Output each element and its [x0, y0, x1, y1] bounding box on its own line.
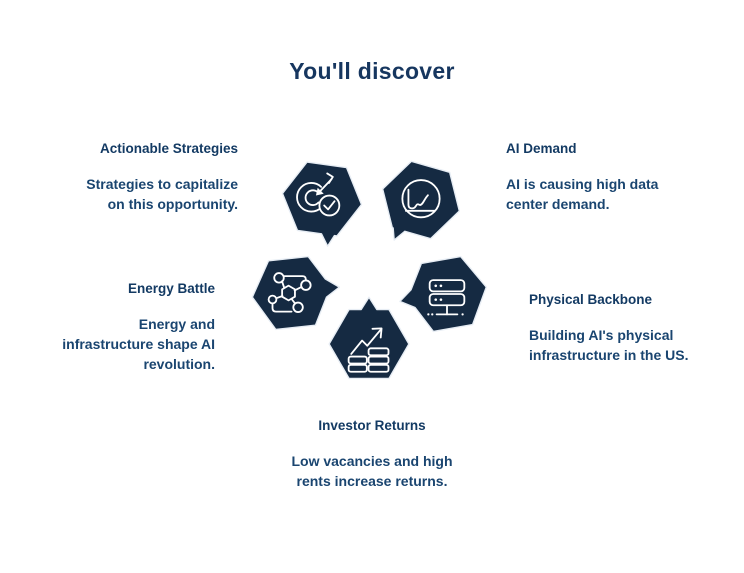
- item-heading: Energy Battle: [127, 281, 215, 296]
- item-body: Energy and infrastructure shape AI revol…: [62, 316, 215, 372]
- item-actionable-strategies: Actionable Strategies Strategies to capi…: [48, 141, 238, 215]
- item-heading: Physical Backbone: [529, 292, 653, 307]
- item-body: Building AI's physical infrastructure in…: [529, 327, 689, 363]
- item-investor-returns: Investor Returns Low vacancies and high …: [257, 418, 487, 492]
- item-ai-demand: AI Demand AI is causing high data center…: [506, 141, 691, 215]
- item-heading: Investor Returns: [318, 418, 426, 433]
- speech-hexagon-shape: [381, 160, 461, 241]
- item-heading: AI Demand: [506, 141, 577, 156]
- network-nodes-icon: [267, 272, 312, 313]
- hexagon-physical-backbone: [399, 255, 487, 333]
- line-chart-icon: [401, 179, 441, 219]
- item-body: AI is causing high data center demand.: [506, 176, 659, 212]
- item-body: Low vacancies and high rents increase re…: [291, 453, 453, 489]
- target-check-icon: [296, 172, 341, 217]
- item-heading: Actionable Strategies: [99, 141, 238, 156]
- page-title: You'll discover: [289, 58, 455, 84]
- hexagon-energy-battle: [251, 255, 341, 331]
- server-rack-icon: [427, 279, 466, 316]
- item-body: Strategies to capitalize on this opportu…: [86, 176, 238, 212]
- item-energy-battle: Energy Battle Energy and infrastructure …: [30, 281, 215, 375]
- hexagon-ai-demand: [381, 160, 461, 241]
- hexagon-actionable-strategies: [281, 161, 363, 247]
- hexagon-investor-returns: [328, 296, 410, 380]
- item-physical-backbone: Physical Backbone Building AI's physical…: [529, 292, 719, 366]
- money-growth-icon: [347, 327, 390, 373]
